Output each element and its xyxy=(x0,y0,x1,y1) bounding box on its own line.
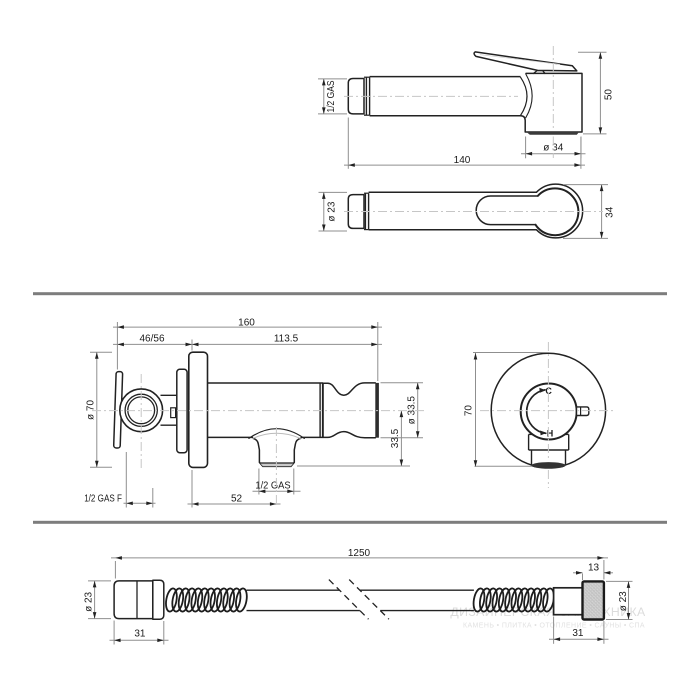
svg-text:13: 13 xyxy=(588,563,600,574)
svg-text:ø 23: ø 23 xyxy=(327,201,338,221)
svg-text:46/56: 46/56 xyxy=(139,334,164,345)
svg-text:1250: 1250 xyxy=(348,548,371,559)
svg-text:140: 140 xyxy=(454,155,471,166)
svg-text:H: H xyxy=(547,429,554,439)
svg-text:113.5: 113.5 xyxy=(274,334,299,345)
svg-text:1/2 GAS: 1/2 GAS xyxy=(326,80,337,112)
svg-text:31: 31 xyxy=(134,629,146,640)
svg-text:ø 23: ø 23 xyxy=(618,591,629,611)
svg-text:31: 31 xyxy=(572,628,584,639)
svg-text:ø 23: ø 23 xyxy=(83,591,94,611)
svg-text:50: 50 xyxy=(603,89,614,101)
svg-text:34: 34 xyxy=(605,206,616,218)
svg-text:160: 160 xyxy=(238,318,255,329)
svg-text:1/2 GAS: 1/2 GAS xyxy=(255,480,290,491)
svg-text:52: 52 xyxy=(231,494,243,505)
svg-text:ø 70: ø 70 xyxy=(86,400,97,420)
svg-text:70: 70 xyxy=(463,405,474,417)
svg-text:1/2 GAS F: 1/2 GAS F xyxy=(84,494,122,505)
svg-text:C: C xyxy=(545,386,552,396)
svg-text:33.5: 33.5 xyxy=(390,428,401,448)
svg-text:ø 33.5: ø 33.5 xyxy=(407,396,418,425)
svg-text:ø 34: ø 34 xyxy=(543,143,563,154)
